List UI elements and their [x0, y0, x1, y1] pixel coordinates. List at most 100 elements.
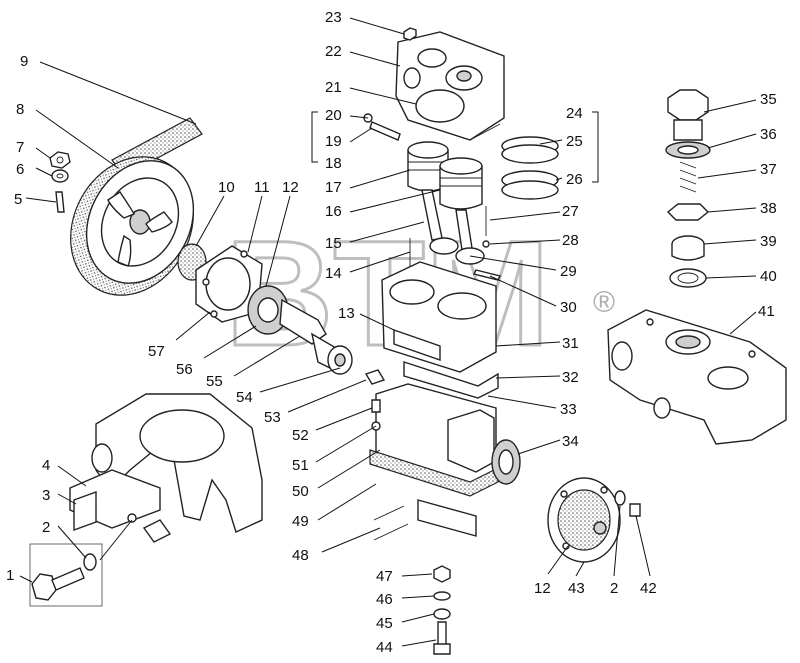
callout-35: 35 — [760, 91, 777, 108]
bolt-1-shank — [51, 567, 85, 591]
callout-6: 6 — [16, 161, 24, 178]
leader-2b — [613, 505, 621, 577]
callout-55: 55 — [206, 373, 223, 390]
flywheel-housing — [69, 393, 263, 543]
callout-2-left: 2 — [42, 519, 50, 536]
callout-32: 32 — [562, 369, 579, 386]
callout-1: 1 — [6, 567, 14, 584]
callout-57: 57 — [148, 343, 165, 360]
leader-39 — [703, 239, 757, 245]
callout-24: 24 — [566, 105, 583, 122]
washer-36-hole — [677, 145, 699, 155]
leader-43 — [575, 561, 585, 577]
leader-19 — [349, 127, 373, 143]
ring-25-bottom — [501, 144, 559, 164]
washer-2 — [83, 553, 97, 571]
ring-26-bottom — [501, 180, 559, 200]
callout-42: 42 — [640, 580, 657, 597]
head-chamber — [415, 89, 465, 123]
cover-bore — [205, 257, 251, 311]
leader-52 — [315, 407, 373, 431]
stud-44-head — [433, 643, 451, 655]
callout-27: 27 — [562, 203, 579, 220]
callout-33: 33 — [560, 401, 577, 418]
leader-51 — [315, 425, 377, 463]
callout-48: 48 — [292, 547, 309, 564]
cover-bolt-hole-4 — [210, 310, 218, 318]
leader-55 — [233, 335, 301, 377]
callout-56: 56 — [176, 361, 193, 378]
callout-17: 17 — [325, 179, 342, 196]
plug-35 — [667, 89, 709, 121]
callout-labels: 23 22 21 20 19 18 17 16 15 14 13 24 25 2… — [6, 9, 777, 656]
seal-housing-group — [177, 243, 263, 323]
nut-47 — [433, 565, 451, 583]
bearing-34-bore — [498, 449, 514, 475]
callout-43: 43 — [568, 580, 585, 597]
leader-57 — [175, 311, 211, 341]
head-cover-body — [607, 309, 787, 445]
bracket-foot-3 — [73, 491, 97, 531]
head-cover-bolt-1 — [646, 318, 654, 326]
head-cover-41 — [607, 309, 787, 445]
callout-50: 50 — [292, 483, 309, 500]
washer-2-right — [614, 490, 626, 506]
seal-ring-40-hole — [677, 272, 699, 284]
leader-12a — [265, 195, 291, 287]
end-cover-hole-2 — [600, 486, 608, 494]
callout-41: 41 — [758, 303, 775, 320]
head-cover-bolt-2 — [748, 350, 756, 358]
callout-30: 30 — [560, 299, 577, 316]
pulley-spoke-1 — [107, 191, 135, 219]
callout-21: 21 — [325, 79, 342, 96]
head-cover-port-1-thread — [675, 335, 701, 349]
detail-frame — [29, 543, 103, 607]
nut-23 — [403, 27, 417, 41]
leader-27 — [489, 211, 561, 221]
stud-48-1 — [373, 505, 405, 521]
valve-stack — [665, 89, 711, 288]
crankcase-side-window — [447, 409, 495, 473]
leader-21 — [349, 87, 417, 105]
head-port-left — [403, 67, 421, 89]
callout-10: 10 — [218, 179, 235, 196]
cover-bolt-hole-1 — [202, 278, 210, 286]
washer-46 — [433, 591, 451, 601]
leader-37 — [697, 169, 757, 179]
leader-23 — [349, 17, 405, 35]
pin-group — [363, 113, 401, 141]
head-lower-edge — [407, 119, 501, 141]
bolt-42-head — [629, 503, 641, 517]
leader-49 — [317, 483, 377, 521]
seat-39-body — [671, 244, 705, 261]
leader-32 — [495, 375, 561, 379]
end-cover-hole-1 — [560, 490, 568, 498]
pistons-group — [407, 141, 502, 281]
rod-cap-1 — [429, 237, 459, 255]
bottom-plate-48 — [417, 499, 477, 537]
callout-37: 37 — [760, 161, 777, 178]
nut-7 — [49, 151, 71, 169]
leader-31 — [495, 341, 561, 347]
cover-bolt-hole-2 — [240, 250, 248, 258]
head-cover-lower-port — [653, 397, 671, 419]
leader-20 — [349, 115, 369, 119]
crankshaft-group — [247, 285, 353, 375]
rod-nut-28 — [482, 240, 490, 248]
callout-26: 26 — [566, 171, 583, 188]
callout-7: 7 — [16, 139, 24, 156]
callout-39: 39 — [760, 233, 777, 250]
callout-44: 44 — [376, 639, 393, 656]
leader-1 — [19, 575, 33, 583]
leader-13 — [359, 313, 395, 331]
callout-8: 8 — [16, 101, 24, 118]
head-boss-2-hole — [456, 70, 472, 82]
leader-47 — [401, 573, 433, 577]
plug-35-body — [673, 119, 703, 141]
callout-52: 52 — [292, 427, 309, 444]
block-gasket-32 — [403, 361, 499, 399]
leader-2a-housing — [99, 519, 133, 561]
piston-2-crown — [439, 157, 483, 175]
stud-bolt-stack — [433, 565, 451, 655]
callout-45: 45 — [376, 615, 393, 632]
